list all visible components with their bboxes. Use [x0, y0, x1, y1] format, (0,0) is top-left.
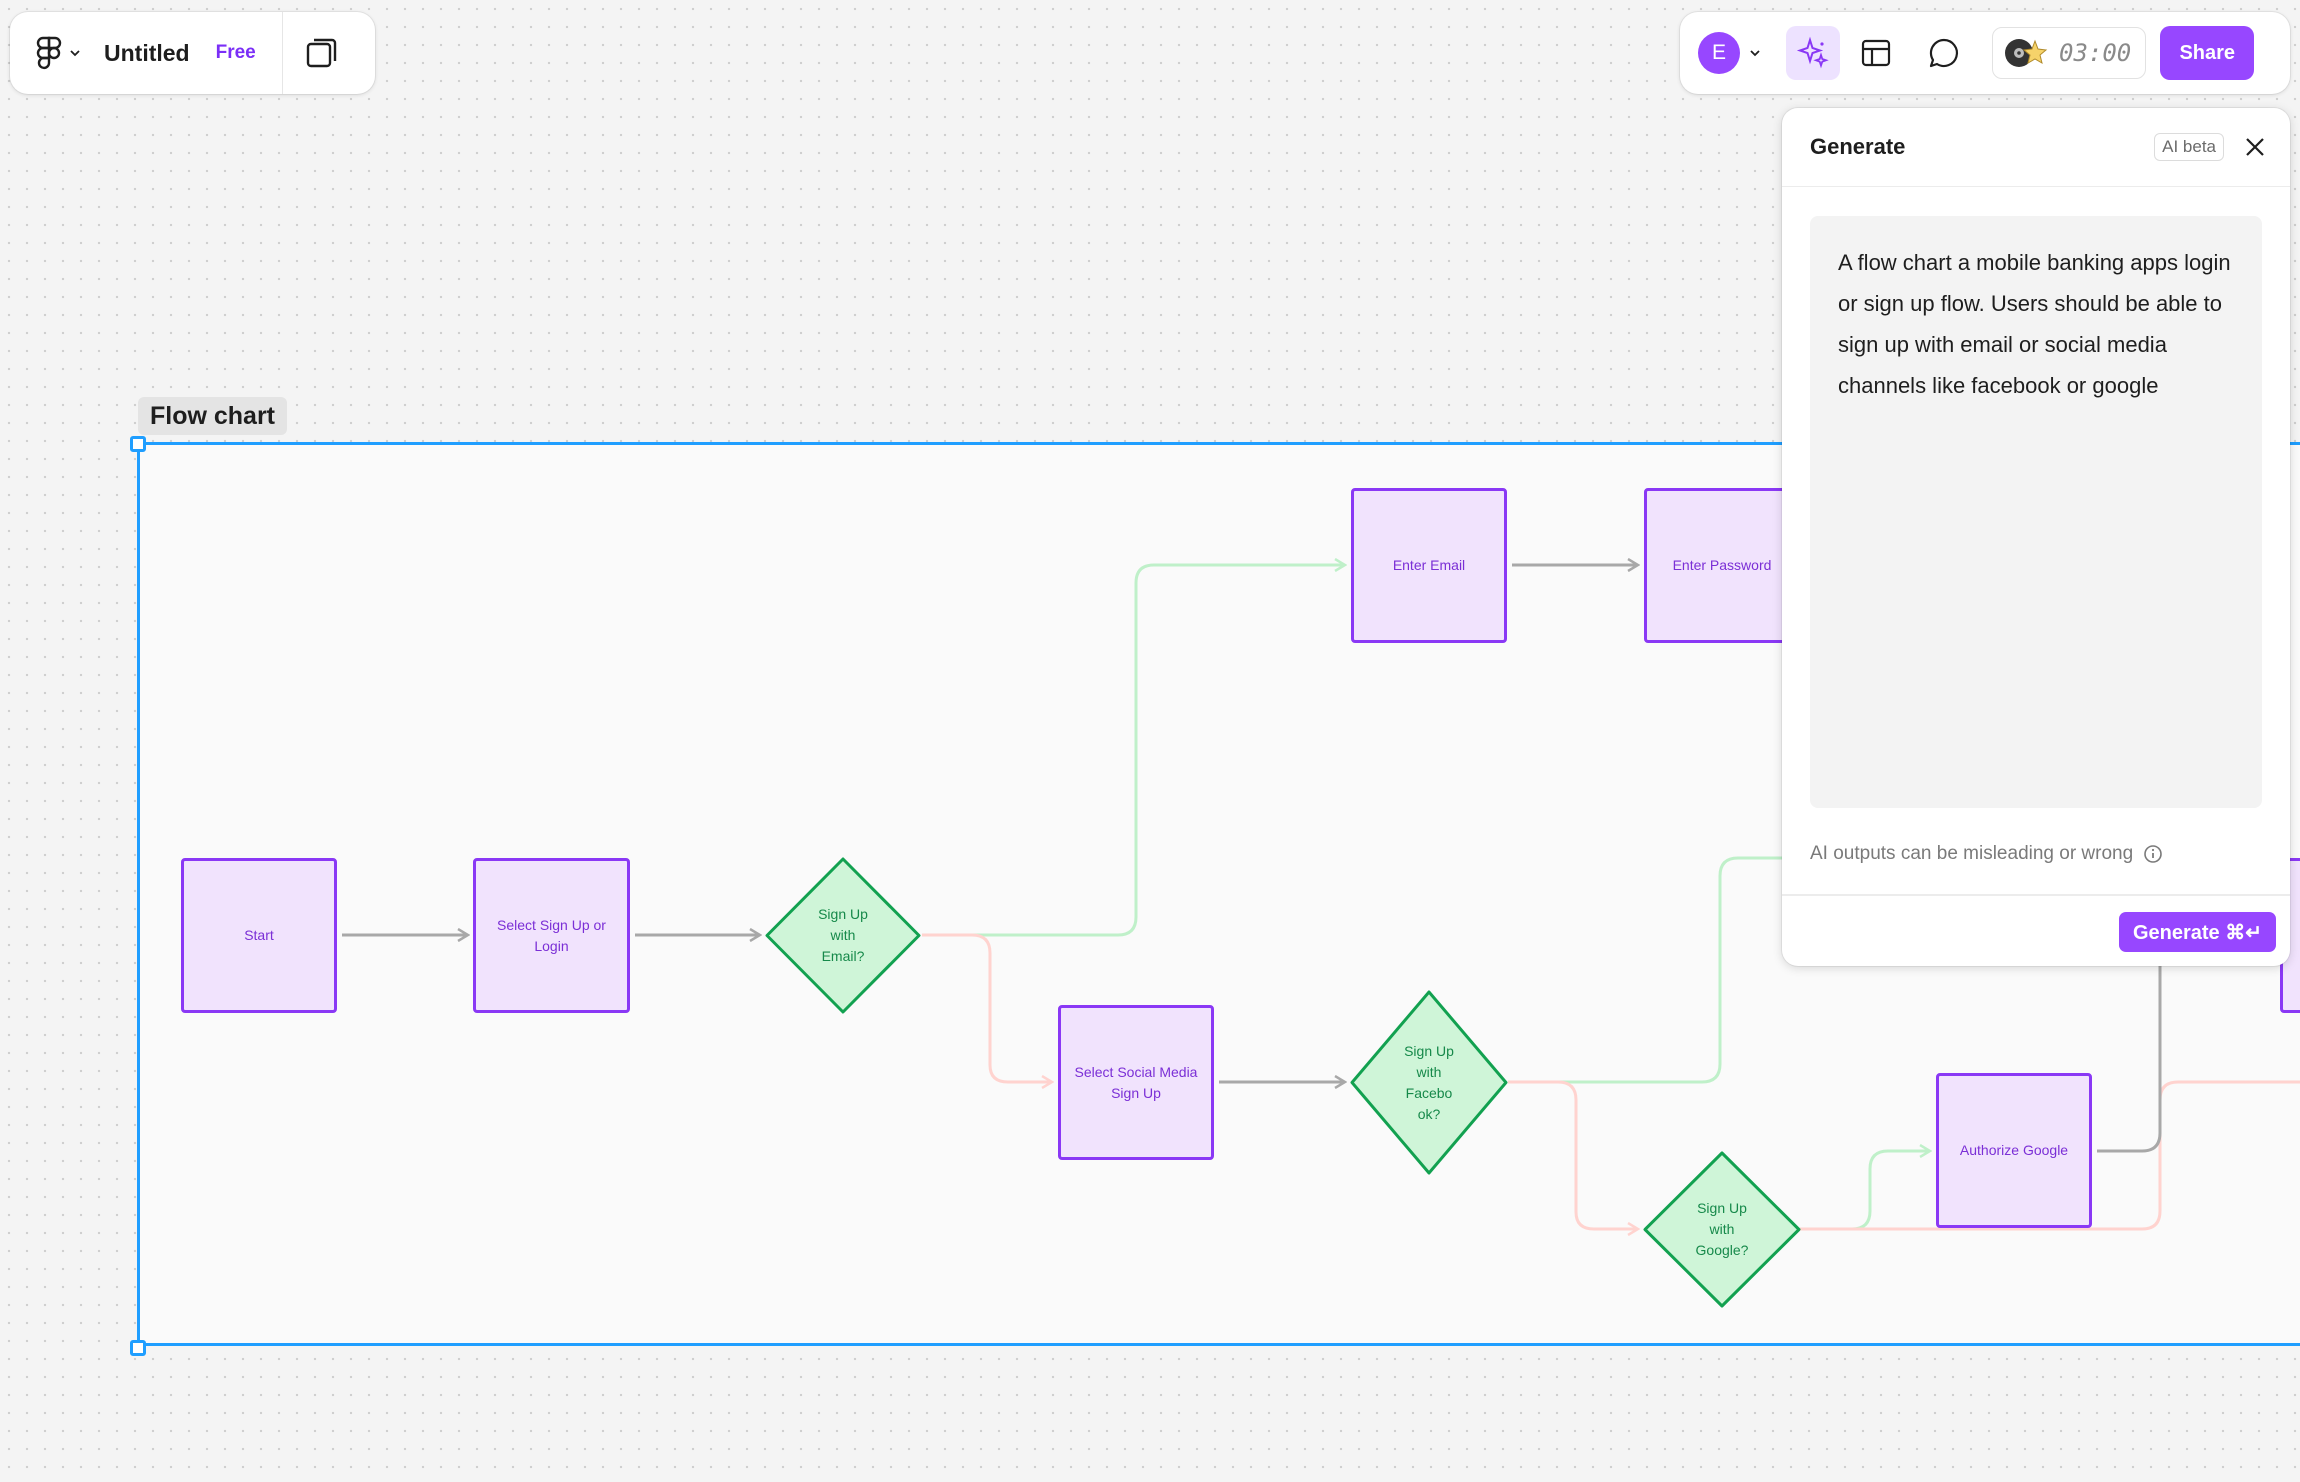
timer-widget[interactable]: 03:00	[1992, 27, 2147, 79]
timer-readout: 03:00	[2059, 39, 2132, 67]
frame-resize-handle-bottom-left[interactable]	[130, 1340, 146, 1356]
flow-node-authorize-google[interactable]: Authorize Google	[1936, 1073, 2092, 1228]
panel-title: Generate	[1810, 134, 1906, 159]
collab-toolbar: E 03:00 Share	[1680, 12, 2290, 94]
user-menu-button[interactable]: E	[1698, 32, 1762, 74]
sparkle-icon	[1796, 36, 1829, 69]
main-menu-button[interactable]	[36, 36, 82, 70]
decision-label: Sign Up with Facebo ok?	[1404, 1042, 1454, 1122]
panel-header: Generate AI beta	[1782, 108, 2290, 187]
avatar: E	[1698, 32, 1740, 74]
ai-generate-button[interactable]	[1786, 26, 1840, 80]
figma-logo-icon	[36, 36, 62, 70]
close-panel-button[interactable]	[2244, 136, 2266, 158]
flow-decision-signup-email[interactable]: Sign Up with Email?	[765, 857, 921, 1014]
chevron-down-icon	[1750, 50, 1760, 57]
comment-icon	[1929, 38, 1959, 68]
node-label: Enter Email	[1392, 557, 1466, 574]
comments-button[interactable]	[1928, 37, 1960, 69]
layout-button[interactable]	[1860, 37, 1892, 69]
flow-node-select-social[interactable]: Select Social Media Sign Up	[1058, 1005, 1214, 1160]
ai-beta-badge: AI beta	[2154, 133, 2224, 161]
connector-email-yes	[922, 565, 1345, 937]
disclaimer-text: AI outputs can be misleading or wrong	[1810, 843, 2134, 864]
file-title[interactable]: Untitled	[104, 39, 190, 66]
generate-button[interactable]: Generate ⌘↵	[2118, 912, 2276, 952]
flow-decision-signup-facebook[interactable]: Sign Up with Facebo ok?	[1350, 990, 1508, 1175]
flow-decision-signup-google[interactable]: Sign Up with Google?	[1643, 1151, 1801, 1308]
node-label: Authorize Google	[1959, 1142, 2069, 1159]
panel-footer-divider	[1782, 894, 2290, 896]
flow-node-enter-email[interactable]: Enter Email	[1351, 488, 1507, 643]
connector-facebook-no	[1508, 1080, 1638, 1229]
decision-diamond-shape	[765, 857, 921, 1014]
flow-node-start[interactable]: Start	[181, 858, 337, 1013]
music-disc-icon	[2005, 39, 2048, 67]
ai-disclaimer: AI outputs can be misleading or wrong	[1810, 843, 2163, 865]
info-button[interactable]	[2143, 844, 2163, 864]
share-button[interactable]: Share	[2160, 26, 2255, 80]
pages-button[interactable]	[305, 36, 339, 70]
pages-icon	[306, 38, 336, 68]
prompt-input[interactable]: A flow chart a mobile banking apps login…	[1810, 216, 2262, 808]
info-icon	[2144, 845, 2162, 863]
decision-diamond-shape	[1643, 1151, 1801, 1308]
decision-label: Sign Up with Google?	[1695, 1200, 1749, 1258]
node-label: Enter Password	[1672, 557, 1772, 574]
flow-node-select-signup-login[interactable]: Select Sign Up or Login	[473, 858, 630, 1013]
plan-badge[interactable]: Free	[215, 42, 256, 63]
frame-resize-handle-top-left[interactable]	[130, 436, 146, 452]
frame-label[interactable]: Flow chart	[138, 397, 288, 435]
close-icon	[2246, 138, 2264, 156]
node-label: Start	[244, 927, 274, 944]
toolbar-divider	[281, 12, 283, 94]
decision-label: Sign Up with Email?	[818, 906, 868, 964]
layout-panel-icon	[1861, 39, 1891, 67]
connector-google-no	[1800, 1080, 2300, 1231]
connector-facebook-yes	[1508, 856, 1790, 1084]
flow-node-enter-password[interactable]: Enter Password	[1644, 488, 1800, 643]
connector-authorize-google-out	[2097, 966, 2162, 1153]
node-label: Select Sign Up or Login	[497, 917, 606, 954]
chevron-down-icon	[70, 50, 80, 57]
file-toolbar: Untitled Free	[10, 12, 375, 94]
connector-google-yes	[1800, 1151, 1930, 1231]
node-label: Select Social Media Sign Up	[1074, 1064, 1198, 1101]
connector-email-no	[922, 933, 1052, 1082]
ai-generate-panel: Generate AI beta A flow chart a mobile b…	[1782, 108, 2290, 966]
decision-diamond-shape	[1350, 990, 1508, 1175]
